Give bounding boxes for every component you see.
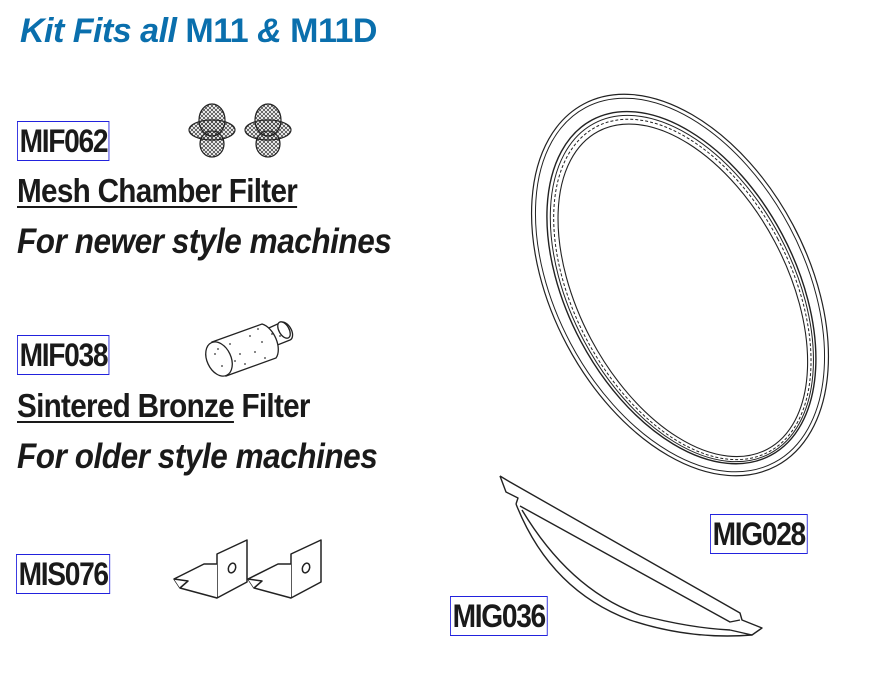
bronze-filter-name-underlined: Sintered Bronze xyxy=(17,387,235,424)
chamber-gasket-icon xyxy=(499,475,763,637)
bronze-filter-icon xyxy=(205,321,294,377)
mesh-filter-icon xyxy=(188,103,292,158)
kit-title-amp: & xyxy=(257,12,282,50)
bronze-filter-name-rest: Filter xyxy=(241,387,310,424)
kit-title-model2: M11D xyxy=(290,12,377,50)
mesh-filter-name: Mesh Chamber Filter xyxy=(17,172,298,210)
part-number-mig036[interactable]: MIG036 xyxy=(450,596,548,636)
part-number-mif038[interactable]: MIF038 xyxy=(17,335,110,375)
part-number-mif062[interactable]: MIF062 xyxy=(17,121,110,161)
part-number-mis076[interactable]: MIS076 xyxy=(16,554,111,594)
door-gasket-icon xyxy=(530,93,830,477)
kit-title: Kit Fits all M11 & M11D xyxy=(20,12,377,51)
bracket-icon xyxy=(173,539,322,599)
kit-title-model: M11 xyxy=(185,12,249,50)
part-number-mig028[interactable]: MIG028 xyxy=(710,514,808,554)
mesh-filter-name-text: Mesh Chamber Filter xyxy=(17,172,298,209)
bronze-filter-note: For older style machines xyxy=(17,437,378,476)
kit-title-prefix: Kit Fits all xyxy=(20,12,177,50)
bronze-filter-name: Sintered Bronze Filter xyxy=(17,387,311,425)
mesh-filter-note: For newer style machines xyxy=(17,222,392,261)
